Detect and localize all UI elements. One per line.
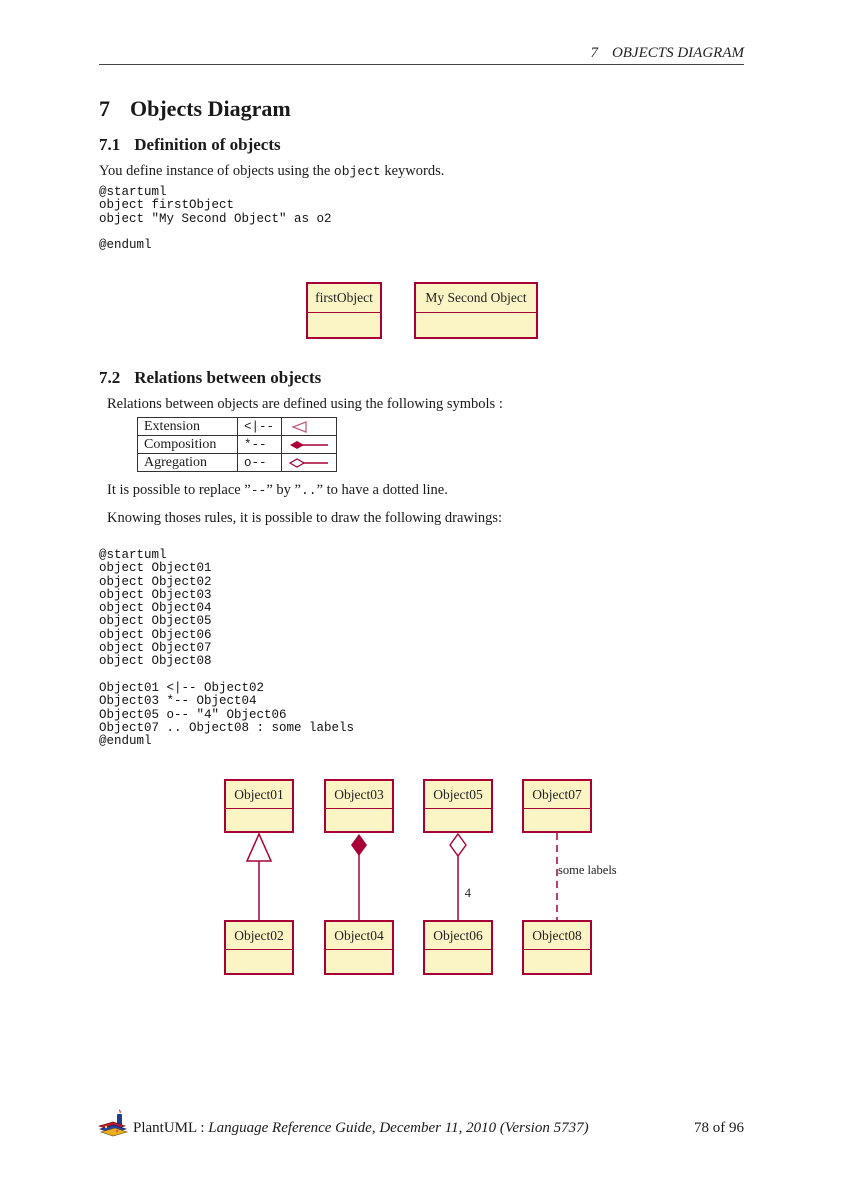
relation-label: Extension bbox=[137, 417, 238, 436]
code-block-1: @startuml object firstObject object "My … bbox=[99, 185, 332, 253]
subsection-71-title: 7.1 Definition of objects bbox=[99, 135, 281, 155]
replace-code-dashes: -- bbox=[250, 483, 267, 498]
aggregation-link bbox=[449, 832, 467, 920]
relation-label: Agregation bbox=[137, 453, 238, 472]
uml-object-name: Object06 bbox=[425, 922, 491, 950]
code-line: object Object02 bbox=[99, 574, 212, 589]
relation-code: o-- bbox=[237, 453, 282, 472]
code-line: object Object08 bbox=[99, 654, 212, 669]
footer-brand: PlantUML : bbox=[133, 1120, 209, 1136]
code-line: object Object07 bbox=[99, 641, 212, 656]
replace-code-dots: .. bbox=[300, 483, 317, 498]
uml-object-name: My Second Object bbox=[416, 284, 536, 313]
code-line: object "My Second Object" as o2 bbox=[99, 211, 332, 226]
relation-column-extension: Object01 Object02 bbox=[224, 779, 294, 975]
table-row: Extension <|-- bbox=[137, 417, 337, 436]
replace-pre: It is possible to replace ” bbox=[107, 482, 251, 498]
composition-link bbox=[351, 834, 367, 920]
uml-object-object06: Object06 bbox=[423, 920, 493, 975]
intro-pre: You define instance of objects using the bbox=[99, 163, 334, 179]
relation-column-dotted: Object07 some labels Object08 bbox=[522, 779, 617, 975]
code-line bbox=[99, 669, 354, 682]
header-rule bbox=[99, 64, 744, 65]
table-row: Composition *-- bbox=[137, 435, 337, 454]
code-line: @enduml bbox=[99, 734, 152, 749]
uml-diagram-relations: Object01 Object02 Object03 bbox=[0, 779, 843, 979]
subsection-72-title: 7.2 Relations between objects bbox=[99, 368, 321, 388]
code-line: @startuml bbox=[99, 548, 167, 562]
uml-object-name: Object02 bbox=[226, 922, 292, 950]
subsection-71-number: 7.1 bbox=[99, 135, 121, 154]
replace-post: ” to have a dotted line. bbox=[316, 482, 448, 498]
uml-object-my-second-object: My Second Object bbox=[414, 282, 538, 339]
code-line: object Object04 bbox=[99, 601, 212, 616]
intro-post: keywords. bbox=[380, 163, 445, 179]
knowing-note: Knowing thoses rules, it is possible to … bbox=[107, 510, 503, 526]
relation-code: *-- bbox=[237, 435, 282, 454]
footer-doc-title: Language Reference Guide, December 11, 2… bbox=[208, 1120, 589, 1136]
subsection-72-title-text: Relations between objects bbox=[134, 368, 322, 387]
uml-object-name: Object08 bbox=[524, 922, 590, 950]
code-line: Object03 *-- Object04 bbox=[99, 694, 257, 709]
uml-object-object07: Object07 bbox=[522, 779, 592, 833]
relation-column-composition: Object03 Object04 bbox=[324, 779, 394, 975]
code-line: @startuml bbox=[99, 185, 167, 199]
section-title: 7 Objects Diagram bbox=[99, 96, 291, 122]
code-line: Object07 .. Object08 : some labels bbox=[99, 720, 355, 735]
page-number: 78 of 96 bbox=[694, 1120, 744, 1136]
relations-intro: Relations between objects are defined us… bbox=[107, 396, 503, 412]
uml-object-name: firstObject bbox=[308, 284, 380, 313]
code-line: Object01 <|-- Object02 bbox=[99, 680, 265, 695]
uml-object-name: Object01 bbox=[226, 781, 292, 809]
code-line: @enduml bbox=[99, 238, 152, 253]
uml-object-firstObject: firstObject bbox=[306, 282, 382, 339]
running-header: 7 OBJECTS DIAGRAM bbox=[590, 45, 744, 62]
extension-arrow bbox=[245, 832, 273, 920]
section-number: 7 bbox=[99, 96, 110, 121]
code-line: object Object06 bbox=[99, 627, 212, 642]
relation-column-aggregation: Object05 4 Object06 bbox=[423, 779, 493, 975]
code-line: object Object03 bbox=[99, 587, 212, 602]
uml-diagram-simple: firstObject My Second Object bbox=[0, 282, 843, 340]
code-line: object Object01 bbox=[99, 561, 212, 576]
plantuml-logo-icon bbox=[97, 1108, 131, 1145]
replace-note: It is possible to replace ”--” by ”..” t… bbox=[107, 482, 448, 499]
uml-object-body bbox=[308, 313, 380, 337]
uml-object-name: Object03 bbox=[326, 781, 392, 809]
aggregation-open-diamond-icon bbox=[281, 453, 337, 472]
multiplicity-label: 4 bbox=[464, 886, 471, 900]
footer-citation: PlantUML : Language Reference Guide, Dec… bbox=[133, 1120, 589, 1137]
table-row: Agregation o-- bbox=[137, 453, 337, 472]
uml-object-object02: Object02 bbox=[224, 920, 294, 975]
uml-object-object01: Object01 bbox=[224, 779, 294, 833]
replace-mid: ” by ” bbox=[266, 482, 301, 498]
section-title-text: Objects Diagram bbox=[130, 96, 291, 121]
code-line: object firstObject bbox=[99, 198, 235, 213]
extension-triangle-icon bbox=[281, 417, 337, 436]
uml-object-name: Object07 bbox=[524, 781, 590, 809]
running-header-label: OBJECTS DIAGRAM bbox=[611, 45, 744, 61]
uml-object-object04: Object04 bbox=[324, 920, 394, 975]
uml-object-object05: Object05 bbox=[423, 779, 493, 833]
code-line: object Object05 bbox=[99, 614, 212, 629]
code-line bbox=[99, 226, 332, 239]
subsection-71-title-text: Definition of objects bbox=[134, 135, 281, 154]
uml-object-body bbox=[416, 313, 536, 337]
subsection-72-number: 7.2 bbox=[99, 368, 121, 387]
relations-symbol-table: Extension <|-- Composition *-- Agregatio… bbox=[137, 417, 337, 472]
code-line: Object05 o-- "4" Object06 bbox=[99, 707, 287, 722]
edge-label: some labels bbox=[558, 863, 617, 877]
running-header-number: 7 bbox=[590, 45, 598, 61]
uml-object-object08: Object08 bbox=[522, 920, 592, 975]
uml-object-object03: Object03 bbox=[324, 779, 394, 833]
intro-paragraph: You define instance of objects using the… bbox=[99, 163, 444, 180]
code-block-2: @startuml object Object01 object Object0… bbox=[99, 548, 355, 749]
composition-filled-diamond-icon bbox=[281, 435, 337, 454]
relation-label: Composition bbox=[137, 435, 238, 454]
uml-object-name: Object05 bbox=[425, 781, 491, 809]
uml-object-name: Object04 bbox=[326, 922, 392, 950]
dotted-link bbox=[556, 833, 558, 920]
relation-code: <|-- bbox=[237, 417, 282, 436]
intro-code-word: object bbox=[333, 164, 381, 179]
